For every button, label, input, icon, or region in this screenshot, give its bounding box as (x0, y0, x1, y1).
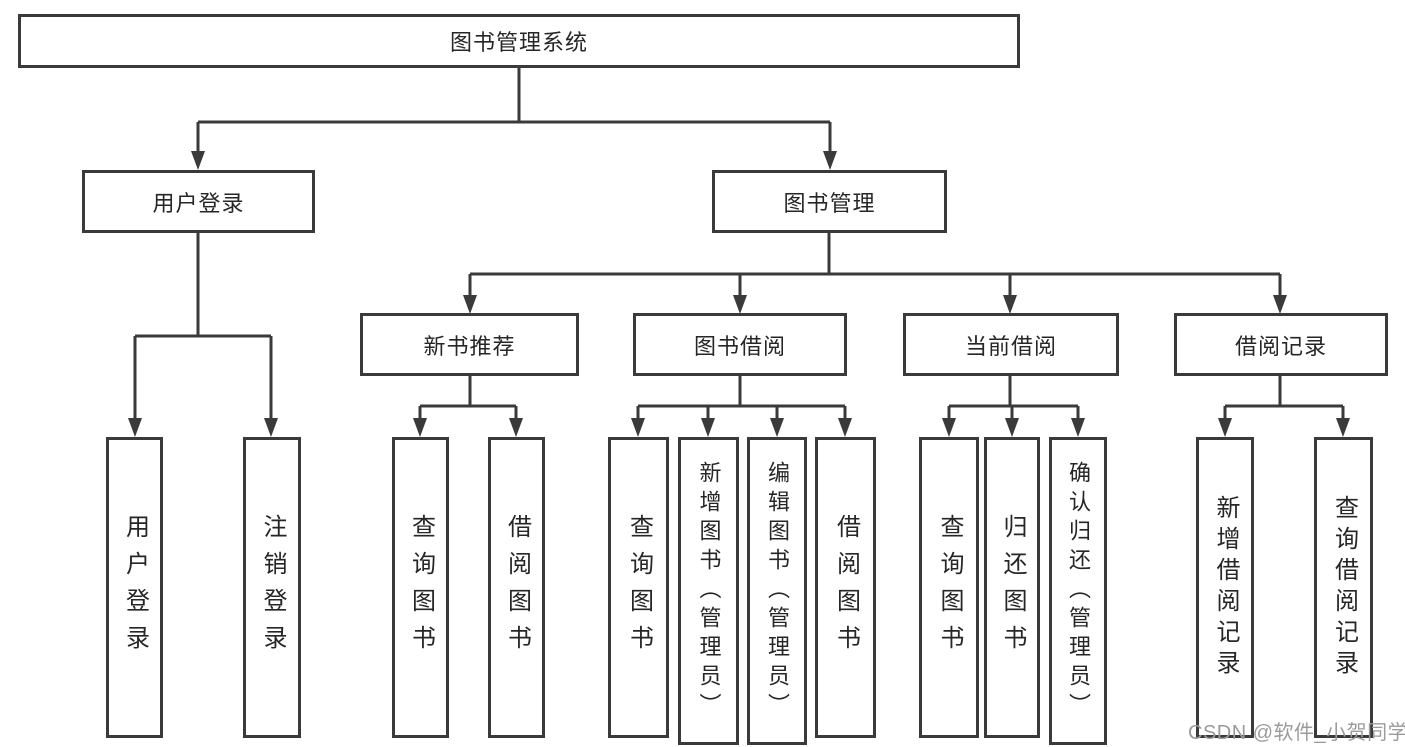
arrowheads (128, 151, 1350, 437)
node-label: 图书借阅 (693, 333, 786, 359)
node-borrow-record: 借阅记录 (1174, 313, 1388, 376)
leaf-borrow-book-2: 借阅图书 (815, 437, 876, 738)
node-current-borrow: 当前借阅 (903, 313, 1119, 376)
node-new-book-recommend: 新书推荐 (360, 313, 579, 376)
node-label: 借阅记录 (1234, 333, 1327, 359)
node-label: 用户登录 (121, 513, 149, 662)
leaf-add-borrow-record: 新增借阅记录 (1196, 437, 1254, 738)
leaf-confirm-return-admin: 确认归还（管理员） (1049, 437, 1107, 745)
node-label: 借阅图书 (832, 513, 860, 662)
node-book-management: 图书管理 (712, 170, 947, 233)
leaf-query-book-2: 查询图书 (608, 437, 669, 738)
node-label: 借阅图书 (503, 513, 531, 662)
node-label: 图书管理 (783, 190, 876, 216)
leaf-return-book: 归还图书 (984, 437, 1040, 738)
leaf-query-book-1: 查询图书 (392, 437, 449, 738)
node-library-management-system: 图书管理系统 (18, 14, 1020, 68)
node-label: 查询图书 (407, 513, 435, 662)
node-label: 归还图书 (999, 513, 1026, 662)
node-label: 图书管理系统 (449, 30, 588, 55)
leaf-logout: 注销登录 (243, 437, 301, 738)
leaf-query-borrow-record: 查询借阅记录 (1314, 437, 1373, 738)
node-label: 查询图书 (936, 513, 963, 662)
node-label: 当前借阅 (964, 333, 1057, 359)
node-label: 新增图书（管理员） (696, 460, 722, 722)
leaf-query-book-3: 查询图书 (919, 437, 979, 738)
node-label: 编辑图书（管理员） (765, 460, 790, 722)
leaf-borrow-book-1: 借阅图书 (488, 437, 545, 738)
node-label: 注销登录 (259, 513, 286, 662)
leaf-user-login: 用户登录 (106, 437, 163, 738)
node-label: 查询图书 (625, 513, 653, 662)
node-book-borrow: 图书借阅 (633, 313, 847, 376)
leaf-add-book-admin: 新增图书（管理员） (678, 437, 739, 745)
node-label: 新增借阅记录 (1212, 494, 1239, 681)
node-user-login: 用户登录 (82, 170, 315, 233)
leaf-edit-book-admin: 编辑图书（管理员） (747, 437, 807, 745)
node-label: 查询借阅记录 (1330, 494, 1358, 681)
csdn-watermark: CSDN @软件_小贺同学 (1188, 722, 1405, 744)
node-label: 新书推荐 (423, 333, 516, 359)
node-label: 用户登录 (152, 190, 245, 216)
node-label: 确认归还（管理员） (1066, 460, 1091, 722)
